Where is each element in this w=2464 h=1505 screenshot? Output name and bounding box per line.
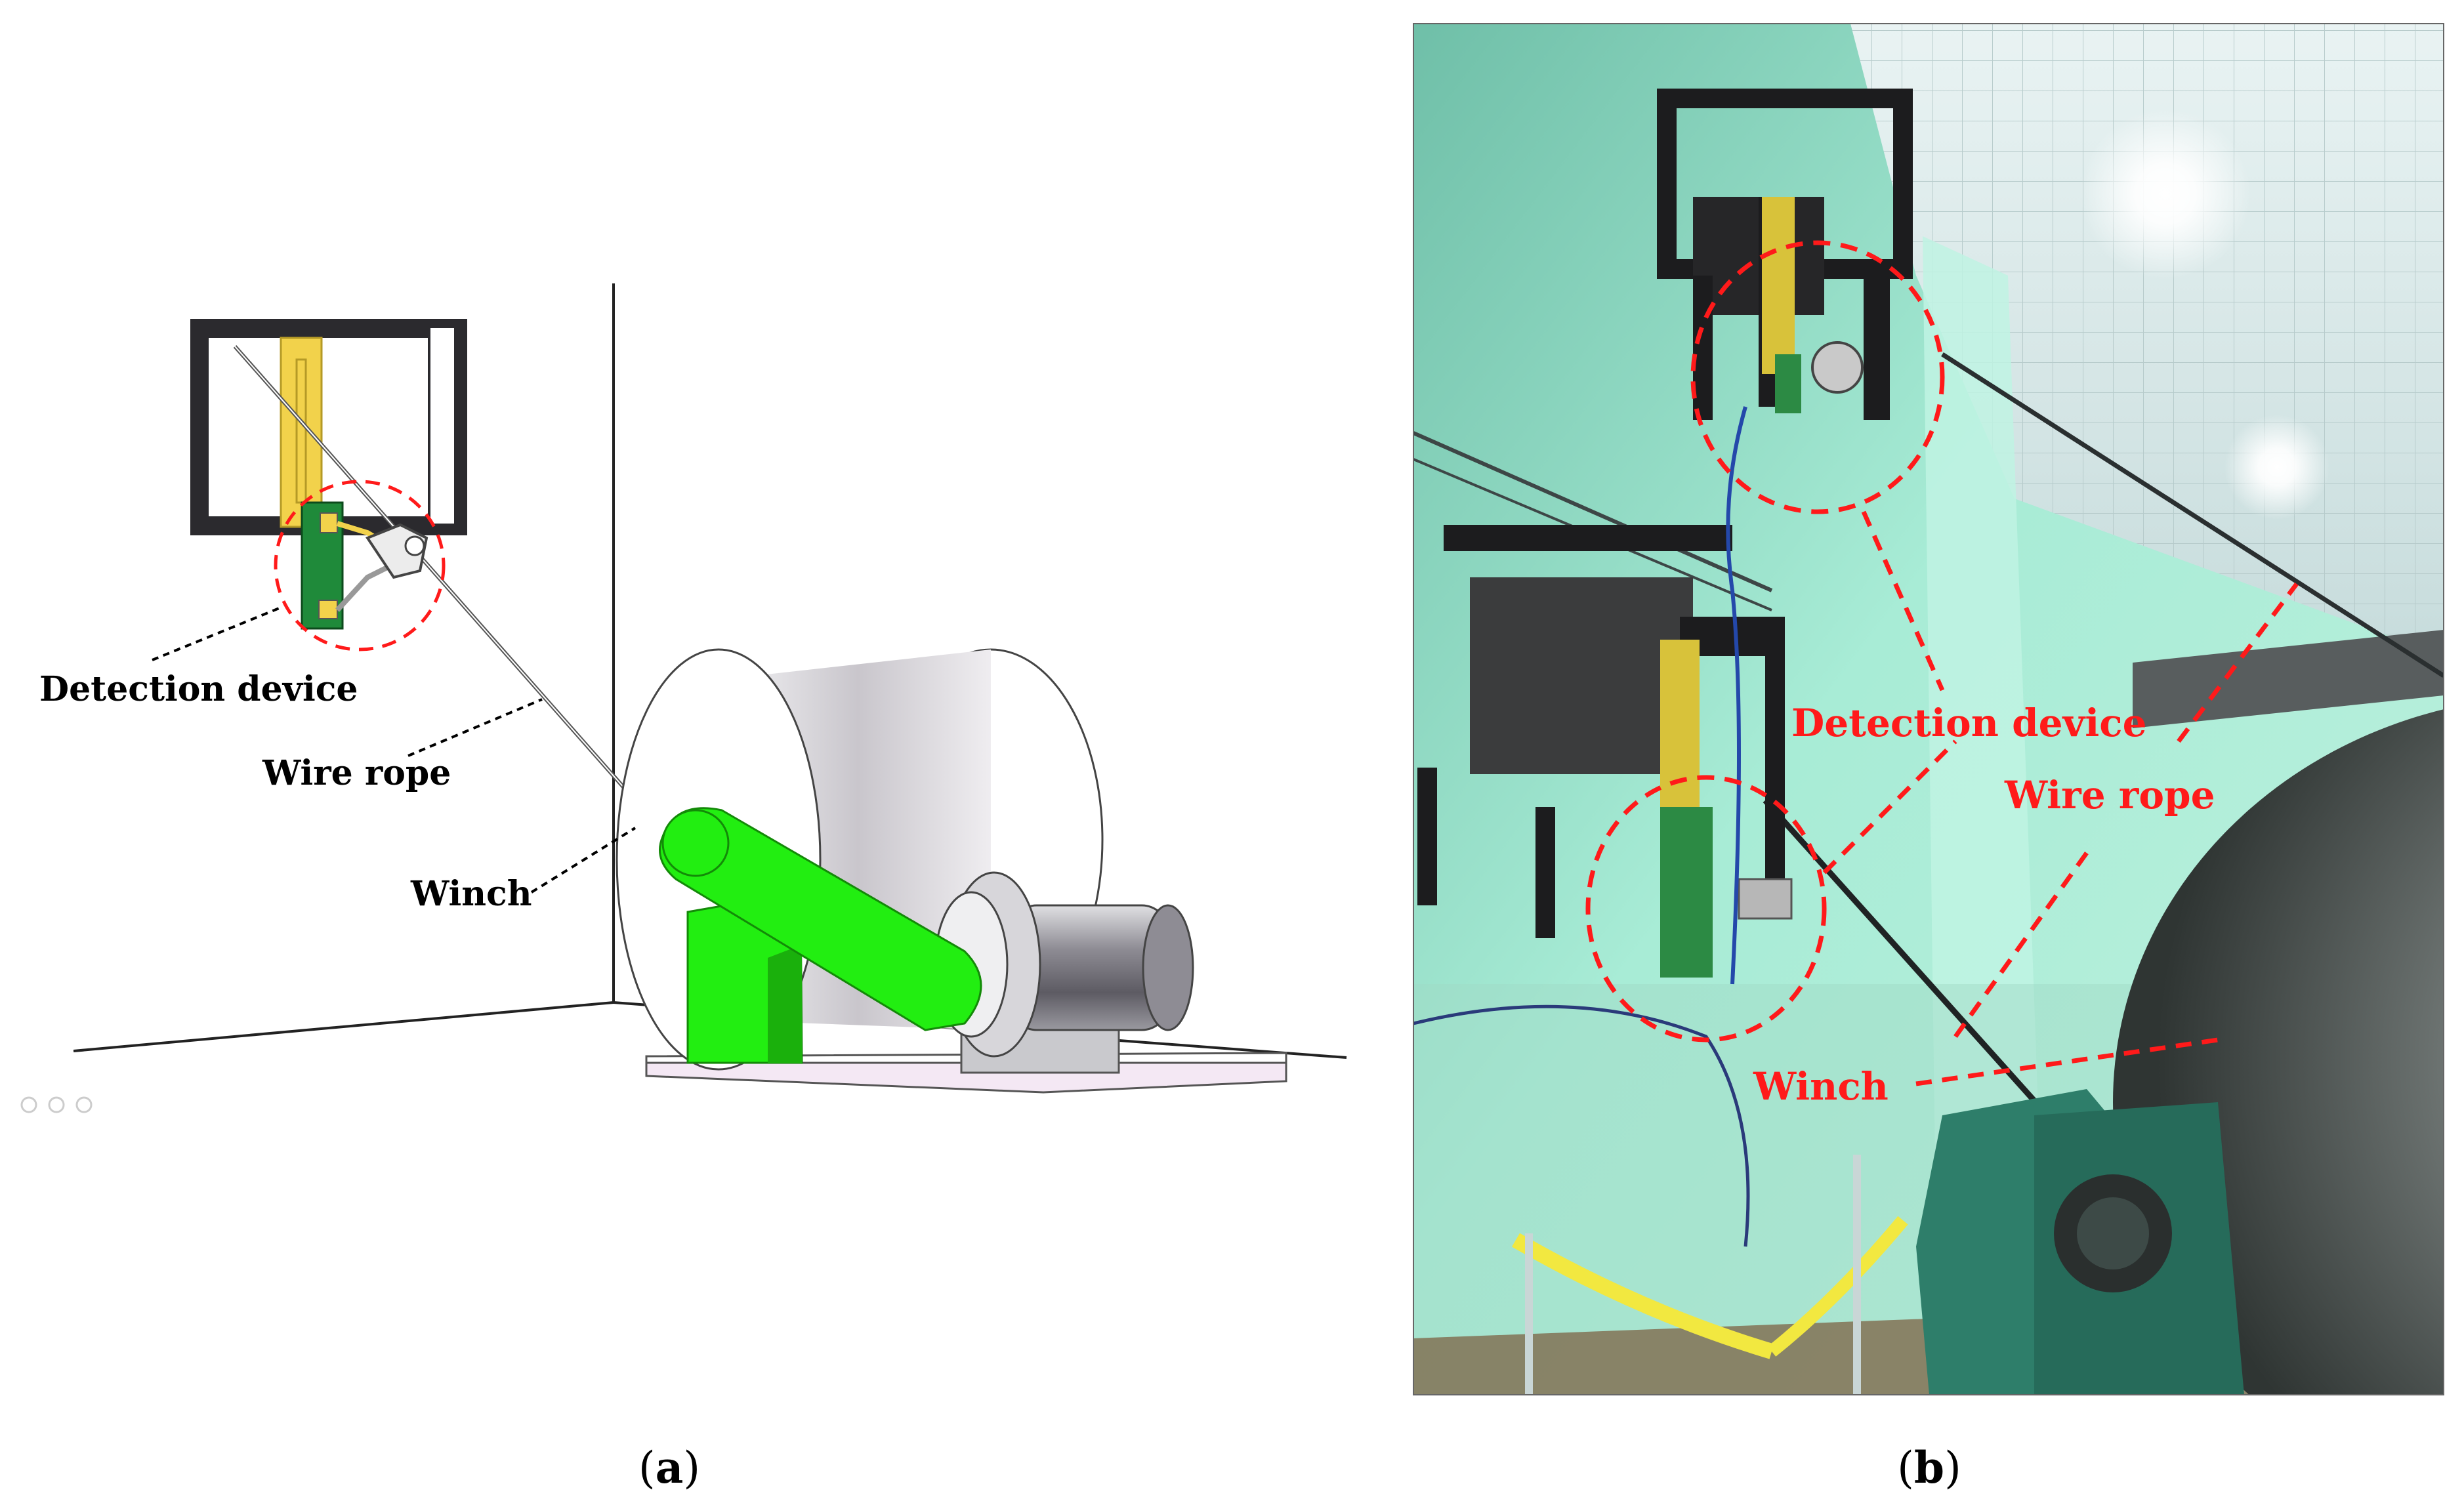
leader-wire-rope-photo xyxy=(2177,582,2299,743)
caption-b: (b) xyxy=(1897,1442,1961,1493)
ceiling-lamp xyxy=(2080,109,2251,279)
caption-a: (a) xyxy=(638,1442,700,1493)
leader-detection-lower xyxy=(1822,739,1957,875)
label-detection-device-cad: Detection device xyxy=(39,669,358,709)
upper-mount-frame xyxy=(1657,89,1913,420)
guide-rail xyxy=(280,337,323,528)
label-wire-rope-cad: Wire rope xyxy=(262,753,451,793)
ceiling-lamp xyxy=(2224,415,2329,520)
highlight-circle-lower xyxy=(1585,775,1827,1042)
label-detection-device-photo: Detection device xyxy=(1791,701,2146,745)
leader-detection-cad xyxy=(152,606,282,661)
leader-wire-cad xyxy=(407,698,543,757)
detector-head xyxy=(335,521,428,612)
highlight-circle-cad xyxy=(274,480,446,651)
viewer-toolbar-icons xyxy=(20,1096,93,1113)
label-winch-photo: Winch xyxy=(1753,1064,1889,1109)
leader-wire-rope-photo-2 xyxy=(1953,851,2089,1039)
wire-rope-photo xyxy=(1941,352,2444,678)
leader-detection-upper xyxy=(1861,510,1945,691)
floor-line-left xyxy=(73,1001,614,1052)
winch-cad xyxy=(616,648,1287,1094)
label-winch-cad: Winch xyxy=(410,874,532,914)
panel-b-photo: Detection device Wire rope Winch (b) xyxy=(1413,23,2444,1493)
leader-winch-cad xyxy=(530,827,637,894)
panel-a-cad-drawing: Detection device Wire rope Winch (a) xyxy=(20,283,1347,1493)
highlight-circle-upper xyxy=(1690,240,1945,514)
wire-rope-cad xyxy=(233,345,652,818)
winch-photo xyxy=(1916,1089,2244,1395)
label-wire-rope-photo: Wire rope xyxy=(2004,773,2215,817)
sensor-board xyxy=(301,501,344,630)
lower-mount-frame xyxy=(1417,525,1793,978)
